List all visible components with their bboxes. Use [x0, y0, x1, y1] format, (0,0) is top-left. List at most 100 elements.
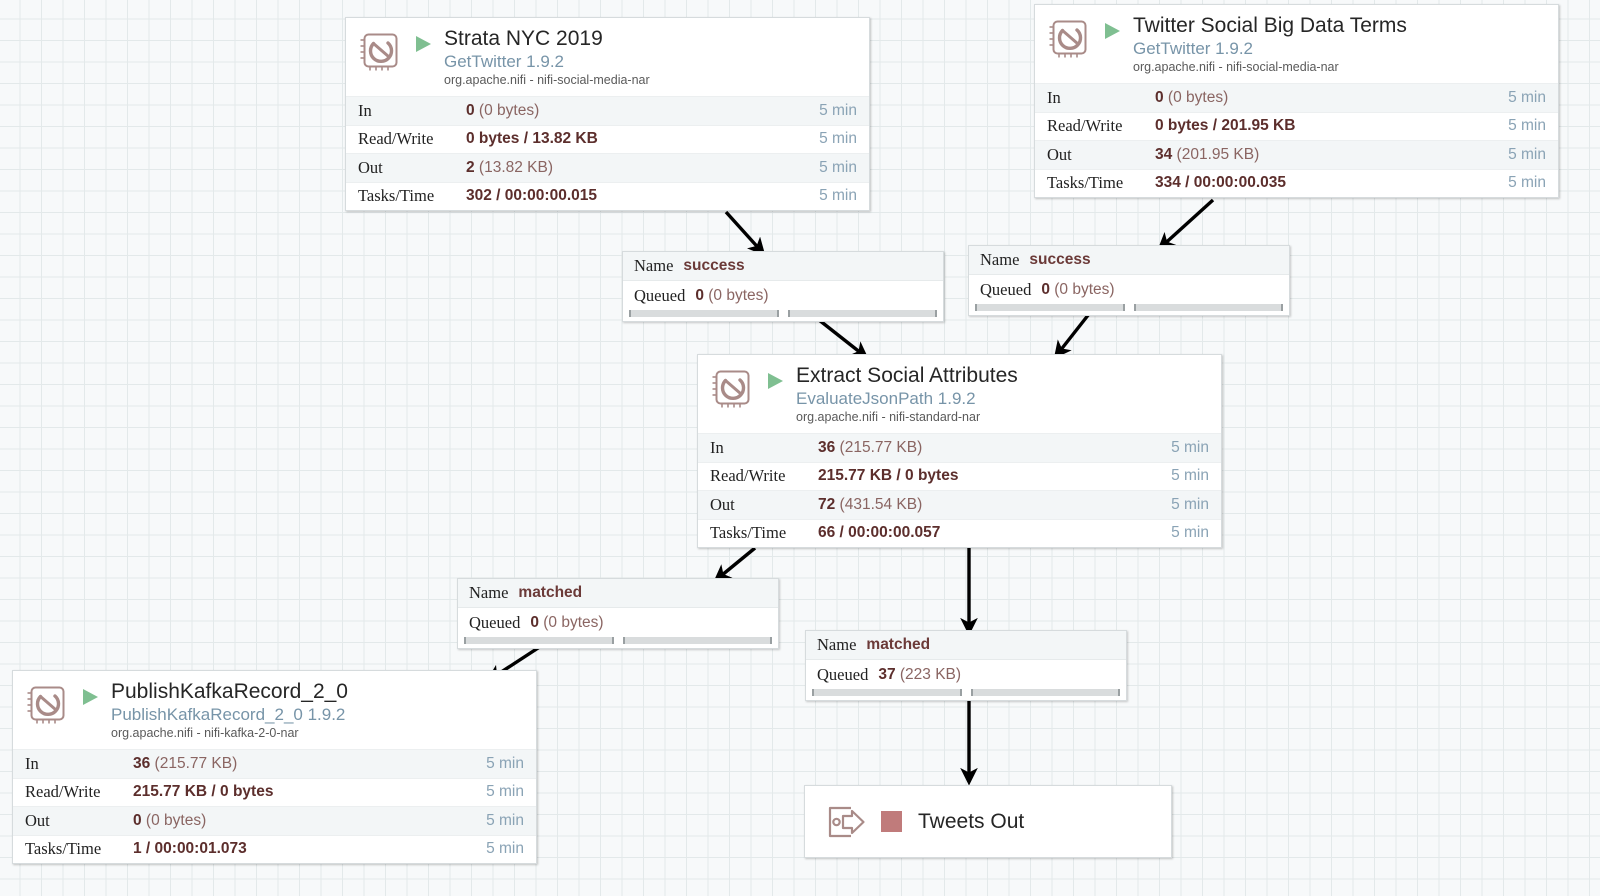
- stat-time: 5 min: [486, 754, 524, 772]
- stat-time: 5 min: [1508, 145, 1546, 163]
- stat-time: 5 min: [819, 101, 857, 119]
- processor-titles: PublishKafkaRecord_2_0 PublishKafkaRecor…: [111, 680, 348, 742]
- processor-icon: [1049, 20, 1087, 58]
- stat-label: Read/Write: [358, 129, 434, 149]
- stat-time: 5 min: [486, 840, 524, 858]
- queue-count-bar: [629, 310, 779, 317]
- connection-matched-port[interactable]: Name matched Queued 37 (223 KB): [805, 630, 1127, 701]
- queue-size-bar: [970, 689, 1120, 696]
- output-port-tweets-out[interactable]: Tweets Out: [804, 785, 1172, 858]
- queue-count-bar: [464, 637, 614, 644]
- connection-queue-bars: [806, 689, 1126, 700]
- stat-label: Tasks/Time: [1047, 173, 1124, 193]
- connection-name-key: Name: [817, 635, 857, 654]
- stat-label: In: [710, 437, 724, 457]
- connection-name-value: success: [683, 257, 745, 274]
- connection-queued-key: Queued: [634, 285, 686, 305]
- connection-name-key: Name: [980, 250, 1020, 269]
- processor-strata-nyc-2019[interactable]: Strata NYC 2019 GetTwitter 1.9.2 org.apa…: [345, 17, 870, 211]
- stat-value: 2 (13.82 KB): [466, 158, 554, 176]
- stat-value: 0 (0 bytes): [133, 811, 207, 829]
- processor-header: PublishKafkaRecord_2_0 PublishKafkaRecor…: [13, 671, 536, 749]
- connection-name-row: Name matched: [806, 631, 1126, 660]
- processor-type: GetTwitter 1.9.2: [1133, 39, 1253, 58]
- stat-time: 5 min: [1171, 438, 1209, 456]
- stat-row: In 0 (0 bytes) 5 min: [346, 96, 869, 125]
- stat-time: 5 min: [486, 811, 524, 829]
- processor-type: PublishKafkaRecord_2_0 1.9.2: [111, 705, 346, 724]
- run-triangle-icon[interactable]: [79, 686, 101, 708]
- processor-name: Extract Social Attributes: [796, 364, 1018, 387]
- stat-time: 5 min: [1171, 495, 1209, 513]
- run-triangle-icon[interactable]: [1101, 20, 1123, 42]
- connection-queued-row: Queued 0 (0 bytes): [458, 608, 778, 637]
- output-port-icon: [828, 806, 865, 837]
- connection-queued-row: Queued 0 (0 bytes): [623, 281, 943, 310]
- processor-publishkafkarecord-2-0[interactable]: PublishKafkaRecord_2_0 PublishKafkaRecor…: [12, 670, 537, 864]
- connection-queued-key: Queued: [817, 664, 869, 684]
- stat-row: Out 34 (201.95 KB) 5 min: [1035, 140, 1558, 169]
- stat-label: Tasks/Time: [358, 186, 435, 206]
- connection-queued-key: Queued: [469, 612, 521, 632]
- stat-label: Out: [1047, 144, 1072, 164]
- connection-success-twitter[interactable]: Name success Queued 0 (0 bytes): [968, 245, 1290, 316]
- stat-row: Tasks/Time 1 / 00:00:01.073 5 min: [13, 834, 536, 864]
- processor-titles: Twitter Social Big Data Terms GetTwitter…: [1133, 14, 1407, 76]
- processor-header: Strata NYC 2019 GetTwitter 1.9.2 org.apa…: [346, 18, 869, 96]
- stat-label: Tasks/Time: [710, 523, 787, 543]
- connection-name-row: Name matched: [458, 579, 778, 608]
- stat-value: 36 (215.77 KB): [133, 754, 238, 772]
- stat-value: 72 (431.54 KB): [818, 495, 923, 513]
- processor-icon: [712, 370, 750, 408]
- stat-value: 0 bytes / 13.82 KB: [466, 130, 598, 148]
- connection-queued-value: 0 (0 bytes): [695, 286, 769, 304]
- connection-name-value: success: [1029, 251, 1091, 268]
- connection-queue-bars: [458, 637, 778, 648]
- stat-value: 215.77 KB / 0 bytes: [133, 783, 274, 801]
- stat-time: 5 min: [1171, 524, 1209, 542]
- connection-queue-bars: [623, 310, 943, 321]
- stat-value: 0 (0 bytes): [1155, 88, 1229, 106]
- stat-row: Read/Write 0 bytes / 13.82 KB 5 min: [346, 124, 869, 154]
- connection-queued-value: 37 (223 KB): [878, 665, 962, 683]
- stat-row: In 0 (0 bytes) 5 min: [1035, 83, 1558, 112]
- processor-titles: Strata NYC 2019 GetTwitter 1.9.2 org.apa…: [444, 27, 650, 89]
- stat-time: 5 min: [1508, 88, 1546, 106]
- processor-type: EvaluateJsonPath 1.9.2: [796, 389, 976, 408]
- processor-titles: Extract Social Attributes EvaluateJsonPa…: [796, 364, 1018, 426]
- stop-square-icon[interactable]: [881, 811, 902, 832]
- processor-twitter-social-big-data-terms[interactable]: Twitter Social Big Data Terms GetTwitter…: [1034, 4, 1559, 198]
- stat-time: 5 min: [819, 130, 857, 148]
- run-triangle-icon[interactable]: [412, 33, 434, 55]
- connection-name-row: Name success: [623, 252, 943, 281]
- stat-label: Read/Write: [25, 782, 101, 802]
- connection-success-strata[interactable]: Name success Queued 0 (0 bytes): [622, 251, 944, 322]
- edge-strata-to-success: [724, 210, 766, 256]
- stat-value: 34 (201.95 KB): [1155, 145, 1260, 163]
- stat-time: 5 min: [819, 158, 857, 176]
- stat-label: Out: [710, 494, 735, 514]
- stat-time: 5 min: [1508, 174, 1546, 192]
- stat-row: Out 2 (13.82 KB) 5 min: [346, 153, 869, 182]
- stat-label: Out: [25, 810, 50, 830]
- stat-row: In 36 (215.77 KB) 5 min: [698, 433, 1221, 462]
- connection-name-value: matched: [518, 584, 583, 601]
- connection-name-key: Name: [469, 583, 509, 602]
- stat-label: Out: [358, 157, 383, 177]
- stat-time: 5 min: [1508, 117, 1546, 135]
- processor-icon: [27, 686, 65, 724]
- connection-queued-value: 0 (0 bytes): [1041, 280, 1115, 298]
- stat-label: In: [1047, 87, 1061, 107]
- connection-matched-kafka[interactable]: Name matched Queued 0 (0 bytes): [457, 578, 779, 649]
- queue-size-bar: [787, 310, 937, 317]
- processor-bundle: org.apache.nifi - nifi-social-media-nar: [444, 73, 650, 87]
- stat-value: 0 bytes / 201.95 KB: [1155, 117, 1296, 135]
- connection-name-value: matched: [866, 636, 931, 653]
- stat-label: Read/Write: [1047, 116, 1123, 136]
- stat-row: Tasks/Time 66 / 00:00:00.057 5 min: [698, 518, 1221, 548]
- run-triangle-icon[interactable]: [764, 370, 786, 392]
- connection-queue-bars: [969, 304, 1289, 315]
- processor-extract-social-attributes[interactable]: Extract Social Attributes EvaluateJsonPa…: [697, 354, 1222, 548]
- stat-label: Read/Write: [710, 466, 786, 486]
